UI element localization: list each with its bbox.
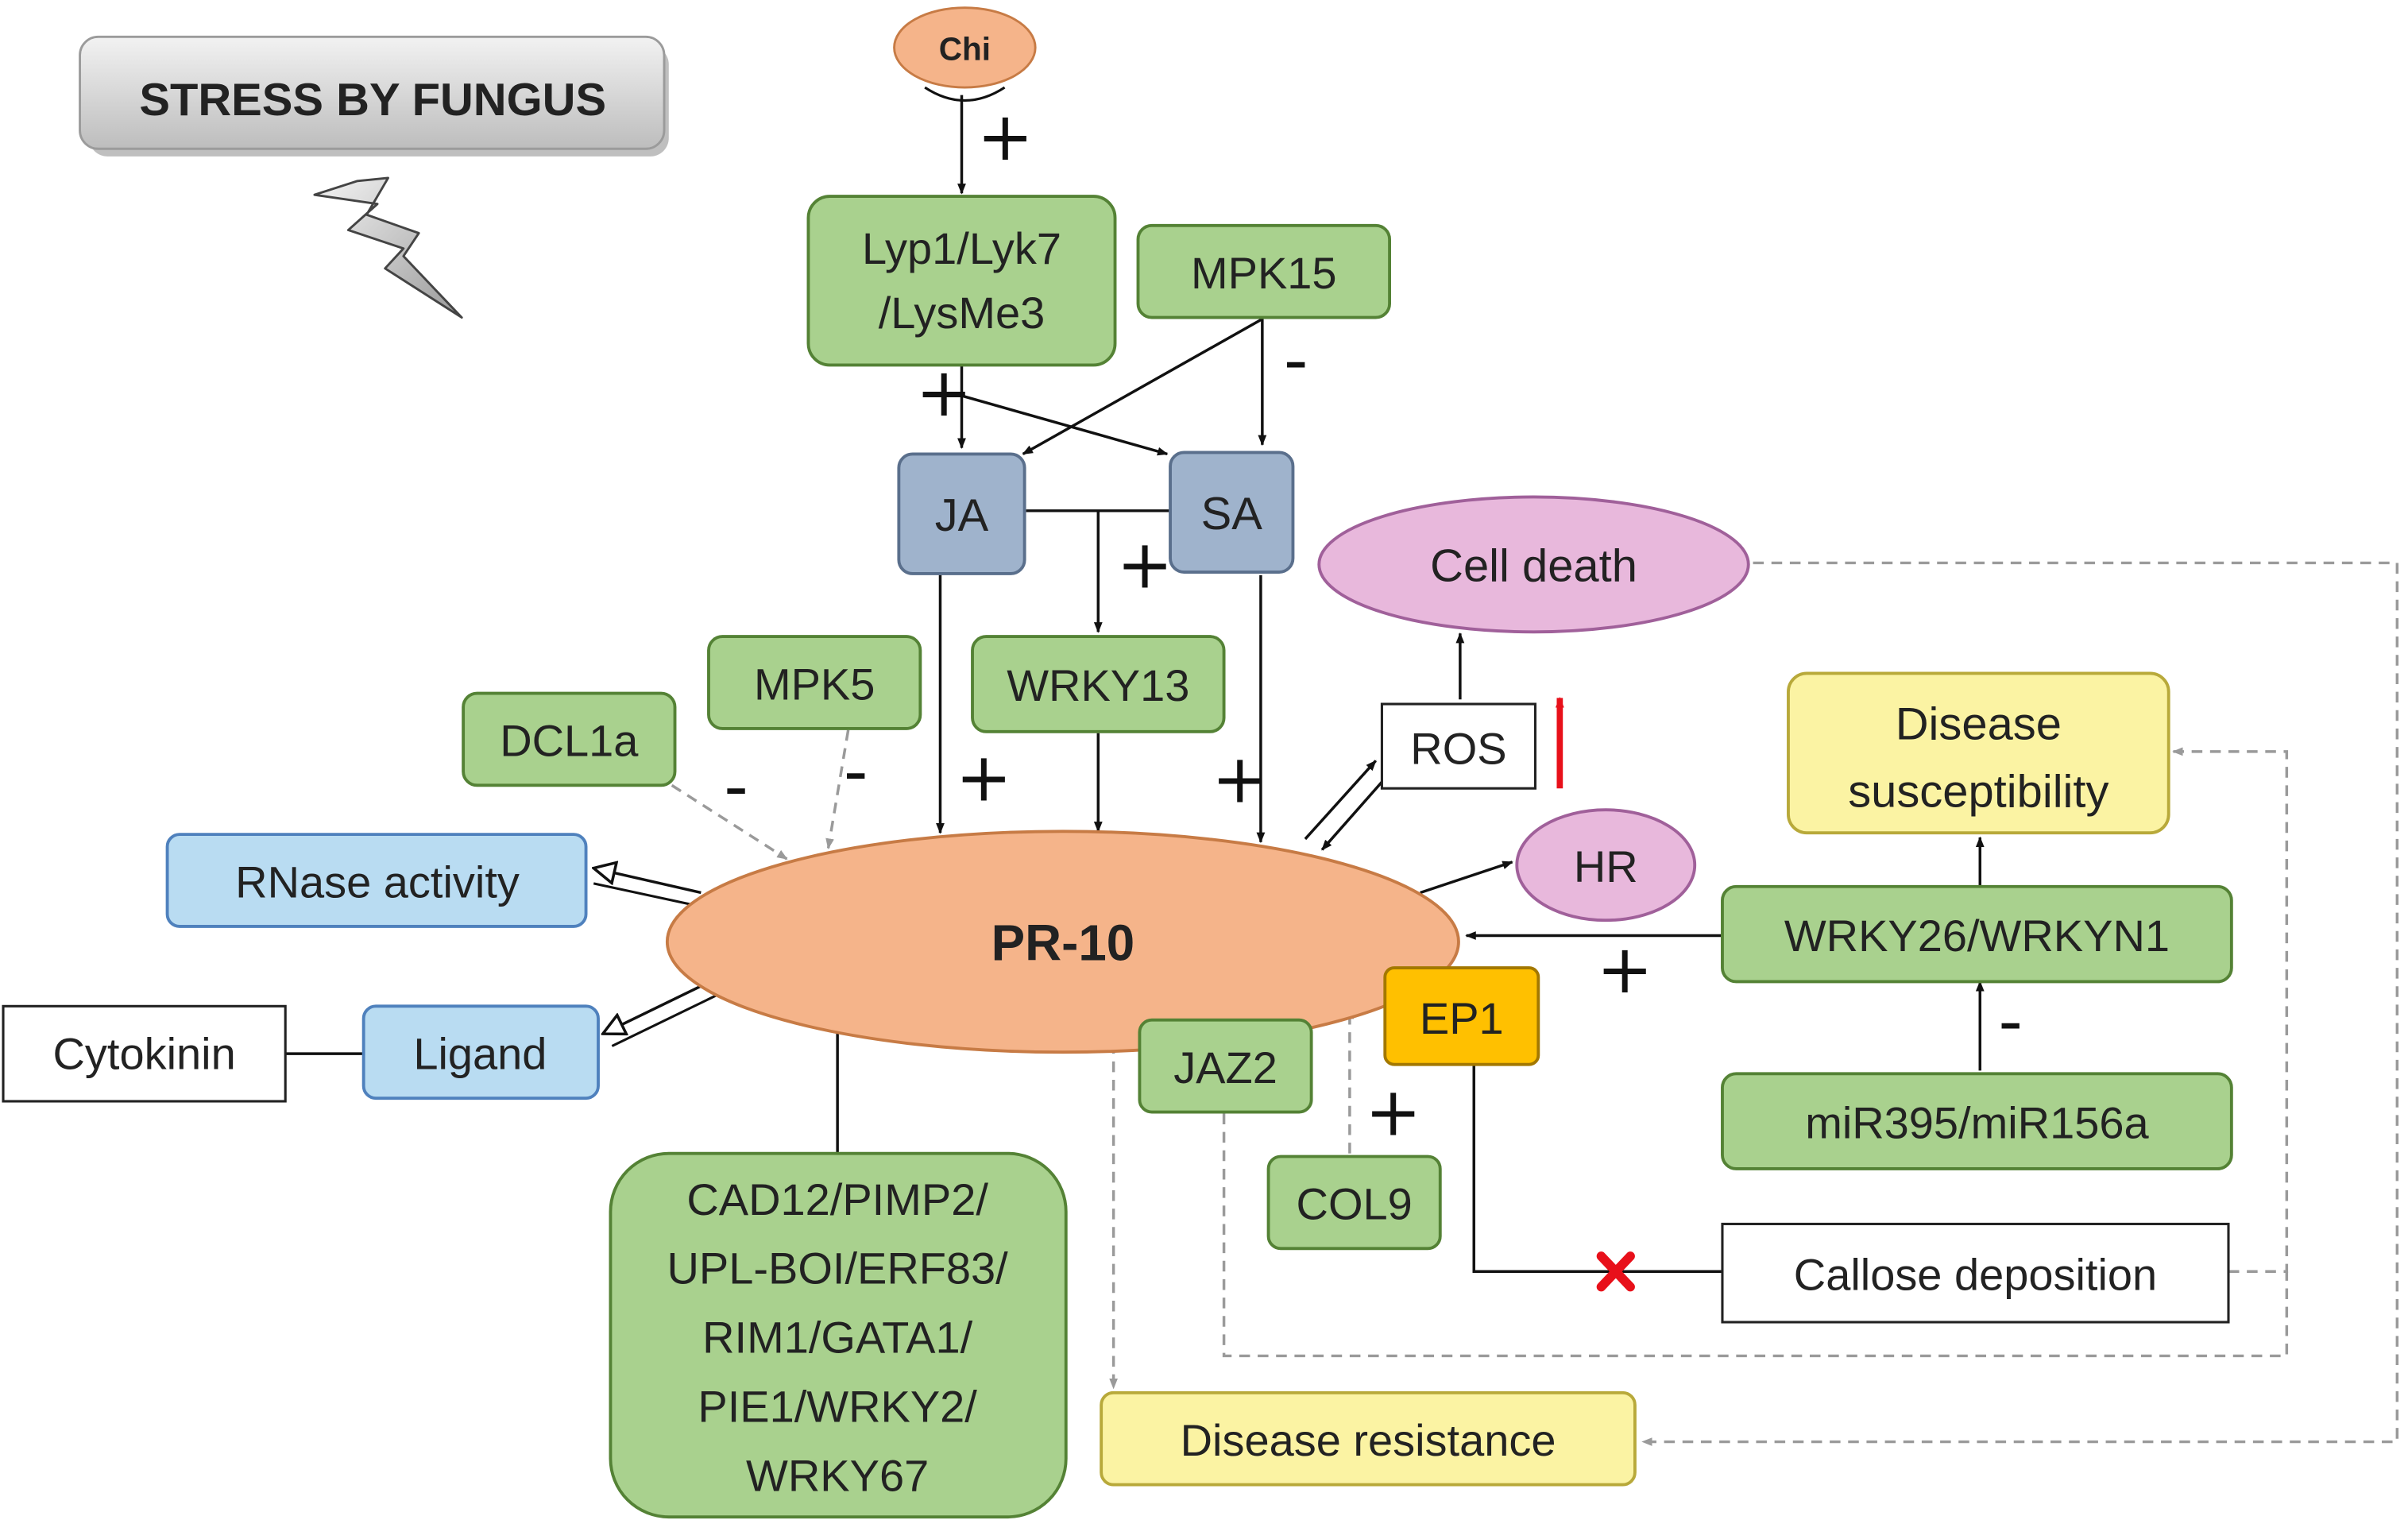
node-wrky13: WRKY13 — [971, 635, 1226, 733]
edge-jaz2-susc — [1222, 1113, 2289, 1358]
connectors — [285, 95, 1985, 1274]
node-callose-deposition: Callose deposition — [1721, 1222, 2230, 1324]
edge-pr10-ligand-a — [603, 980, 711, 1034]
node-chi: Chi — [893, 6, 1037, 102]
node-pr10: PR-10 — [665, 830, 1460, 1054]
node-cad12-group: CAD12/PIMP2/ UPL-BOI/ERF83/ RIM1/GATA1/ … — [609, 1151, 1068, 1519]
sign-mpk5-pr10: - — [844, 733, 868, 811]
node-disease-susceptibility: Disease susceptibility — [1787, 671, 2170, 835]
sign-mir-wrky26: - — [1998, 983, 2023, 1062]
node-col9: COL9 — [1266, 1155, 1442, 1251]
col9-label: COL9 — [1297, 1179, 1413, 1229]
rnase-activity-label: RNase activity — [235, 857, 520, 907]
pr10-label: PR-10 — [991, 915, 1135, 971]
sign-ja-pr10: + — [956, 739, 1012, 818]
ligand-label: Ligand — [413, 1028, 547, 1078]
cell-death-label: Cell death — [1430, 541, 1637, 592]
sign-sa-pr10: + — [1212, 741, 1268, 819]
edge-mpk15-ja — [1022, 318, 1263, 455]
cad-label-line5: WRKY67 — [746, 1450, 929, 1500]
node-rnase-activity: RNase activity — [165, 833, 588, 928]
wrky13-label: WRKY13 — [1007, 660, 1189, 710]
dcl1a-label: DCL1a — [500, 716, 639, 766]
disease-susceptibility-line1: Disease — [1896, 698, 2062, 749]
node-disease-resistance: Disease resistance — [1100, 1390, 1637, 1487]
sign-wrky26-pr10: + — [1597, 930, 1653, 1009]
node-ep1: EP1 — [1383, 966, 1540, 1066]
node-hr: HR — [1515, 808, 1697, 922]
node-ja: JA — [897, 452, 1026, 575]
mir-label: miR395/miR156a — [1805, 1097, 2149, 1147]
wrky26-label: WRKY26/WRKYN1 — [1784, 911, 2170, 961]
node-sa: SA — [1169, 451, 1295, 574]
node-mpk15: MPK15 — [1136, 223, 1392, 319]
callose-label: Callose deposition — [1794, 1249, 2157, 1299]
node-lyp1-lyk7-lysme3: Lyp1/Lyk7 /LysMe3 — [806, 195, 1117, 367]
edge-pr10-rnase-b — [593, 882, 694, 907]
block-cross-icon — [1596, 1251, 1635, 1292]
mpk5-label: MPK5 — [754, 659, 875, 709]
ep1-label: EP1 — [1420, 993, 1504, 1043]
node-mir395-mir156a: miR395/miR156a — [1721, 1072, 2233, 1170]
sign-dcl1a-pr10: - — [724, 748, 748, 826]
node-wrky26-wrkyn1: WRKY26/WRKYN1 — [1721, 884, 2233, 984]
ros-label: ROS — [1410, 723, 1506, 773]
lyp-label-line1: Lyp1/Lyk7 — [862, 223, 1061, 273]
node-ligand: Ligand — [361, 1004, 600, 1100]
edge-mpk5-pr10 — [825, 729, 850, 849]
dashed-connectors — [671, 561, 2399, 1446]
sign-chi-lyp: + — [977, 98, 1034, 176]
edge-celldeath-diseaseres — [1641, 561, 2399, 1446]
edge-callose-susc — [2172, 747, 2289, 1274]
sign-lyp-ja: + — [916, 354, 972, 432]
lyp-label-line2: /LysMe3 — [879, 288, 1045, 338]
edge-pr10-ligand-b — [611, 992, 721, 1047]
chi-label: Chi — [939, 30, 991, 67]
edge-pr10-hr — [1420, 861, 1513, 895]
node-cell-death: Cell death — [1317, 495, 1750, 634]
cad-label-line4: PIE1/WRKY2/ — [698, 1381, 977, 1431]
cad-label-line1: CAD12/PIMP2/ — [686, 1174, 988, 1224]
sa-label: SA — [1201, 489, 1263, 540]
node-dcl1a: DCL1a — [462, 691, 677, 787]
edge-dcl1a-pr10 — [671, 783, 788, 861]
edge-lyp-sa — [961, 394, 1169, 456]
cad-label-line2: UPL-BOI/ERF83/ — [667, 1243, 1009, 1294]
sign-col9-pr10: + — [1365, 1073, 1421, 1151]
mpk15-label: MPK15 — [1191, 248, 1337, 298]
hr-label: HR — [1574, 841, 1638, 892]
cad-label-line3: RIM1/GATA1/ — [702, 1313, 972, 1363]
node-jaz2: JAZ2 — [1138, 1018, 1313, 1114]
edge-ros-pr10 — [1320, 770, 1393, 851]
sign-mpk15-sa: - — [1284, 322, 1308, 400]
title-label: STRESS BY FUNGUS — [139, 75, 606, 126]
title-box: STRESS BY FUNGUS — [79, 35, 669, 157]
edge-ep1-callose — [1472, 1064, 1722, 1274]
jaz2-label: JAZ2 — [1173, 1042, 1277, 1093]
lightning-bolt-icon — [313, 176, 463, 319]
edge-pr10-rnase-a — [593, 868, 702, 895]
disease-resistance-label: Disease resistance — [1181, 1415, 1556, 1465]
node-cytokinin: Cytokinin — [2, 1004, 287, 1103]
ja-label: JA — [935, 490, 989, 541]
sign-jasa-wrky13: + — [1116, 525, 1173, 604]
disease-susceptibility-line2: susceptibility — [1848, 766, 2108, 817]
node-mpk5: MPK5 — [707, 635, 922, 730]
edge-signs: + + - + + + - - + - + — [724, 98, 2023, 1152]
node-ros: ROS — [1380, 702, 1537, 790]
cytokinin-label: Cytokinin — [53, 1028, 236, 1078]
edge-pr10-ros — [1304, 760, 1377, 841]
